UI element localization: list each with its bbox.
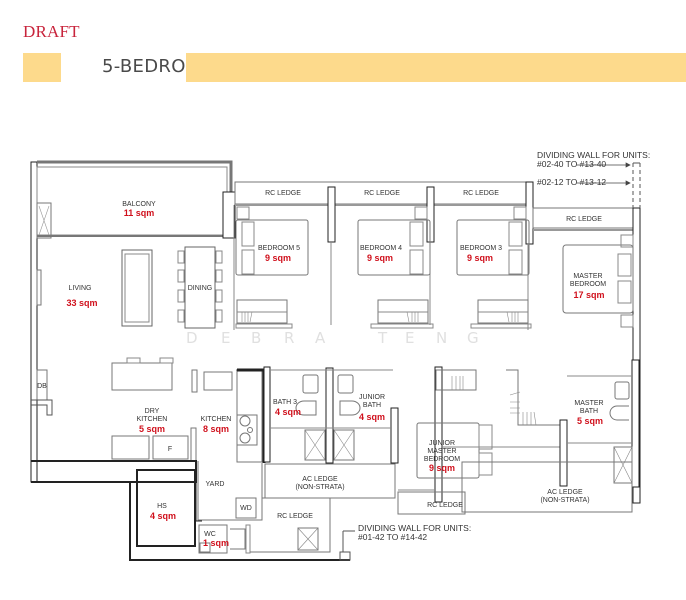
- junior-master-label-1: JUNIOR: [429, 440, 455, 447]
- junior-bath-label-1: JUNIOR: [359, 394, 385, 401]
- fridge-label: F: [168, 446, 172, 453]
- ac-ledge-left-2: (NON-STRATA): [295, 484, 344, 491]
- bedroom4-area: 9 sqm: [367, 253, 393, 263]
- master-bedroom-label-1: MASTER: [573, 273, 602, 280]
- note-top-line2: #02-12 TO #13-12: [537, 177, 606, 187]
- ledge-labels: RC LEDGE RC LEDGE RC LEDGE RC LEDGE RC L…: [265, 190, 602, 520]
- ac-ledge-right-1: AC LEDGE: [547, 489, 583, 496]
- hs-label: HS: [157, 503, 167, 510]
- junior-bath-area: 4 sqm: [359, 412, 385, 422]
- svg-text:D: D: [186, 329, 198, 347]
- dry-kitchen-label-1: DRY: [145, 408, 160, 415]
- rc-ledge-bottom-mid: RC LEDGE: [427, 502, 463, 509]
- draft-label: DRAFT: [23, 22, 80, 41]
- svg-text:A: A: [315, 329, 326, 347]
- kitchen-label: KITCHEN: [201, 416, 232, 423]
- bedroom3-area: 9 sqm: [467, 253, 493, 263]
- note-bottom-line1: #01-42 TO #14-42: [358, 532, 427, 542]
- balcony-label: BALCONY: [122, 201, 156, 208]
- bedroom4-label: BEDROOM 4: [360, 245, 402, 252]
- yard-label: YARD: [206, 481, 225, 488]
- master-bath-label-2: BATH: [580, 408, 598, 415]
- room-labels: BALCONY 11 sqm LIVING 33 sqm DINING BEDR…: [37, 201, 606, 548]
- hs-area: 4 sqm: [150, 511, 176, 521]
- svg-text:B: B: [251, 329, 261, 347]
- outer-wall-left: [30, 161, 38, 483]
- bath3-label: BATH 3: [273, 399, 297, 406]
- wc-area: 1 sqm: [203, 538, 229, 548]
- svg-text:N: N: [436, 329, 447, 347]
- bedroom5-label: BEDROOM 5: [258, 245, 300, 252]
- ac-ledge-left-1: AC LEDGE: [302, 476, 338, 483]
- bath3-area: 4 sqm: [275, 407, 301, 417]
- svg-text:T: T: [377, 329, 388, 347]
- junior-bath-label-2: BATH: [363, 402, 381, 409]
- junior-master-label-2: MASTER: [427, 448, 456, 455]
- header-accent-bar-right: [186, 53, 686, 82]
- rc-ledge-bottom-left: RC LEDGE: [277, 513, 313, 520]
- rc-ledge-2: RC LEDGE: [364, 190, 400, 197]
- ac-ledge-right-2: (NON-STRATA): [540, 497, 589, 504]
- rc-ledge-3: RC LEDGE: [463, 190, 499, 197]
- bedroom5-area: 9 sqm: [265, 253, 291, 263]
- svg-text:E: E: [221, 329, 230, 347]
- dry-kitchen-area: 5 sqm: [139, 424, 165, 434]
- watermark: D E B R A T E N G: [186, 329, 479, 347]
- master-bedroom-area: 17 sqm: [573, 290, 604, 300]
- living-area: 33 sqm: [66, 298, 97, 308]
- junior-master-label-3: BEDROOM: [424, 456, 460, 463]
- wd-label: WD: [240, 505, 252, 512]
- rc-ledge-master: RC LEDGE: [566, 216, 602, 223]
- master-bath-area: 5 sqm: [577, 416, 603, 426]
- dining-label: DINING: [188, 285, 213, 292]
- balcony-area: 11 sqm: [124, 208, 155, 218]
- junior-master-area: 9 sqm: [429, 463, 455, 473]
- wc-label: WC: [204, 531, 216, 538]
- dry-kitchen-label-2: KITCHEN: [137, 416, 168, 423]
- note-bottom-title: DIVIDING WALL FOR UNITS:: [358, 523, 471, 533]
- living-label: LIVING: [69, 285, 92, 292]
- dividing-wall-notes: DIVIDING WALL FOR UNITS: #02-40 TO #13-4…: [358, 150, 650, 542]
- kitchen-area: 8 sqm: [203, 424, 229, 434]
- master-bedroom-label-2: BEDROOM: [570, 281, 606, 288]
- note-top-title: DIVIDING WALL FOR UNITS:: [537, 150, 650, 160]
- rc-ledge-1: RC LEDGE: [265, 190, 301, 197]
- db-label: DB: [37, 383, 47, 390]
- note-top-line1: #02-40 TO #13-40: [537, 159, 606, 169]
- master-bath-label-1: MASTER: [574, 400, 603, 407]
- svg-text:G: G: [467, 329, 479, 347]
- header-accent-bar-left: [23, 53, 61, 82]
- svg-text:R: R: [284, 329, 294, 347]
- bedroom3-label: BEDROOM 3: [460, 245, 502, 252]
- svg-text:E: E: [405, 329, 414, 347]
